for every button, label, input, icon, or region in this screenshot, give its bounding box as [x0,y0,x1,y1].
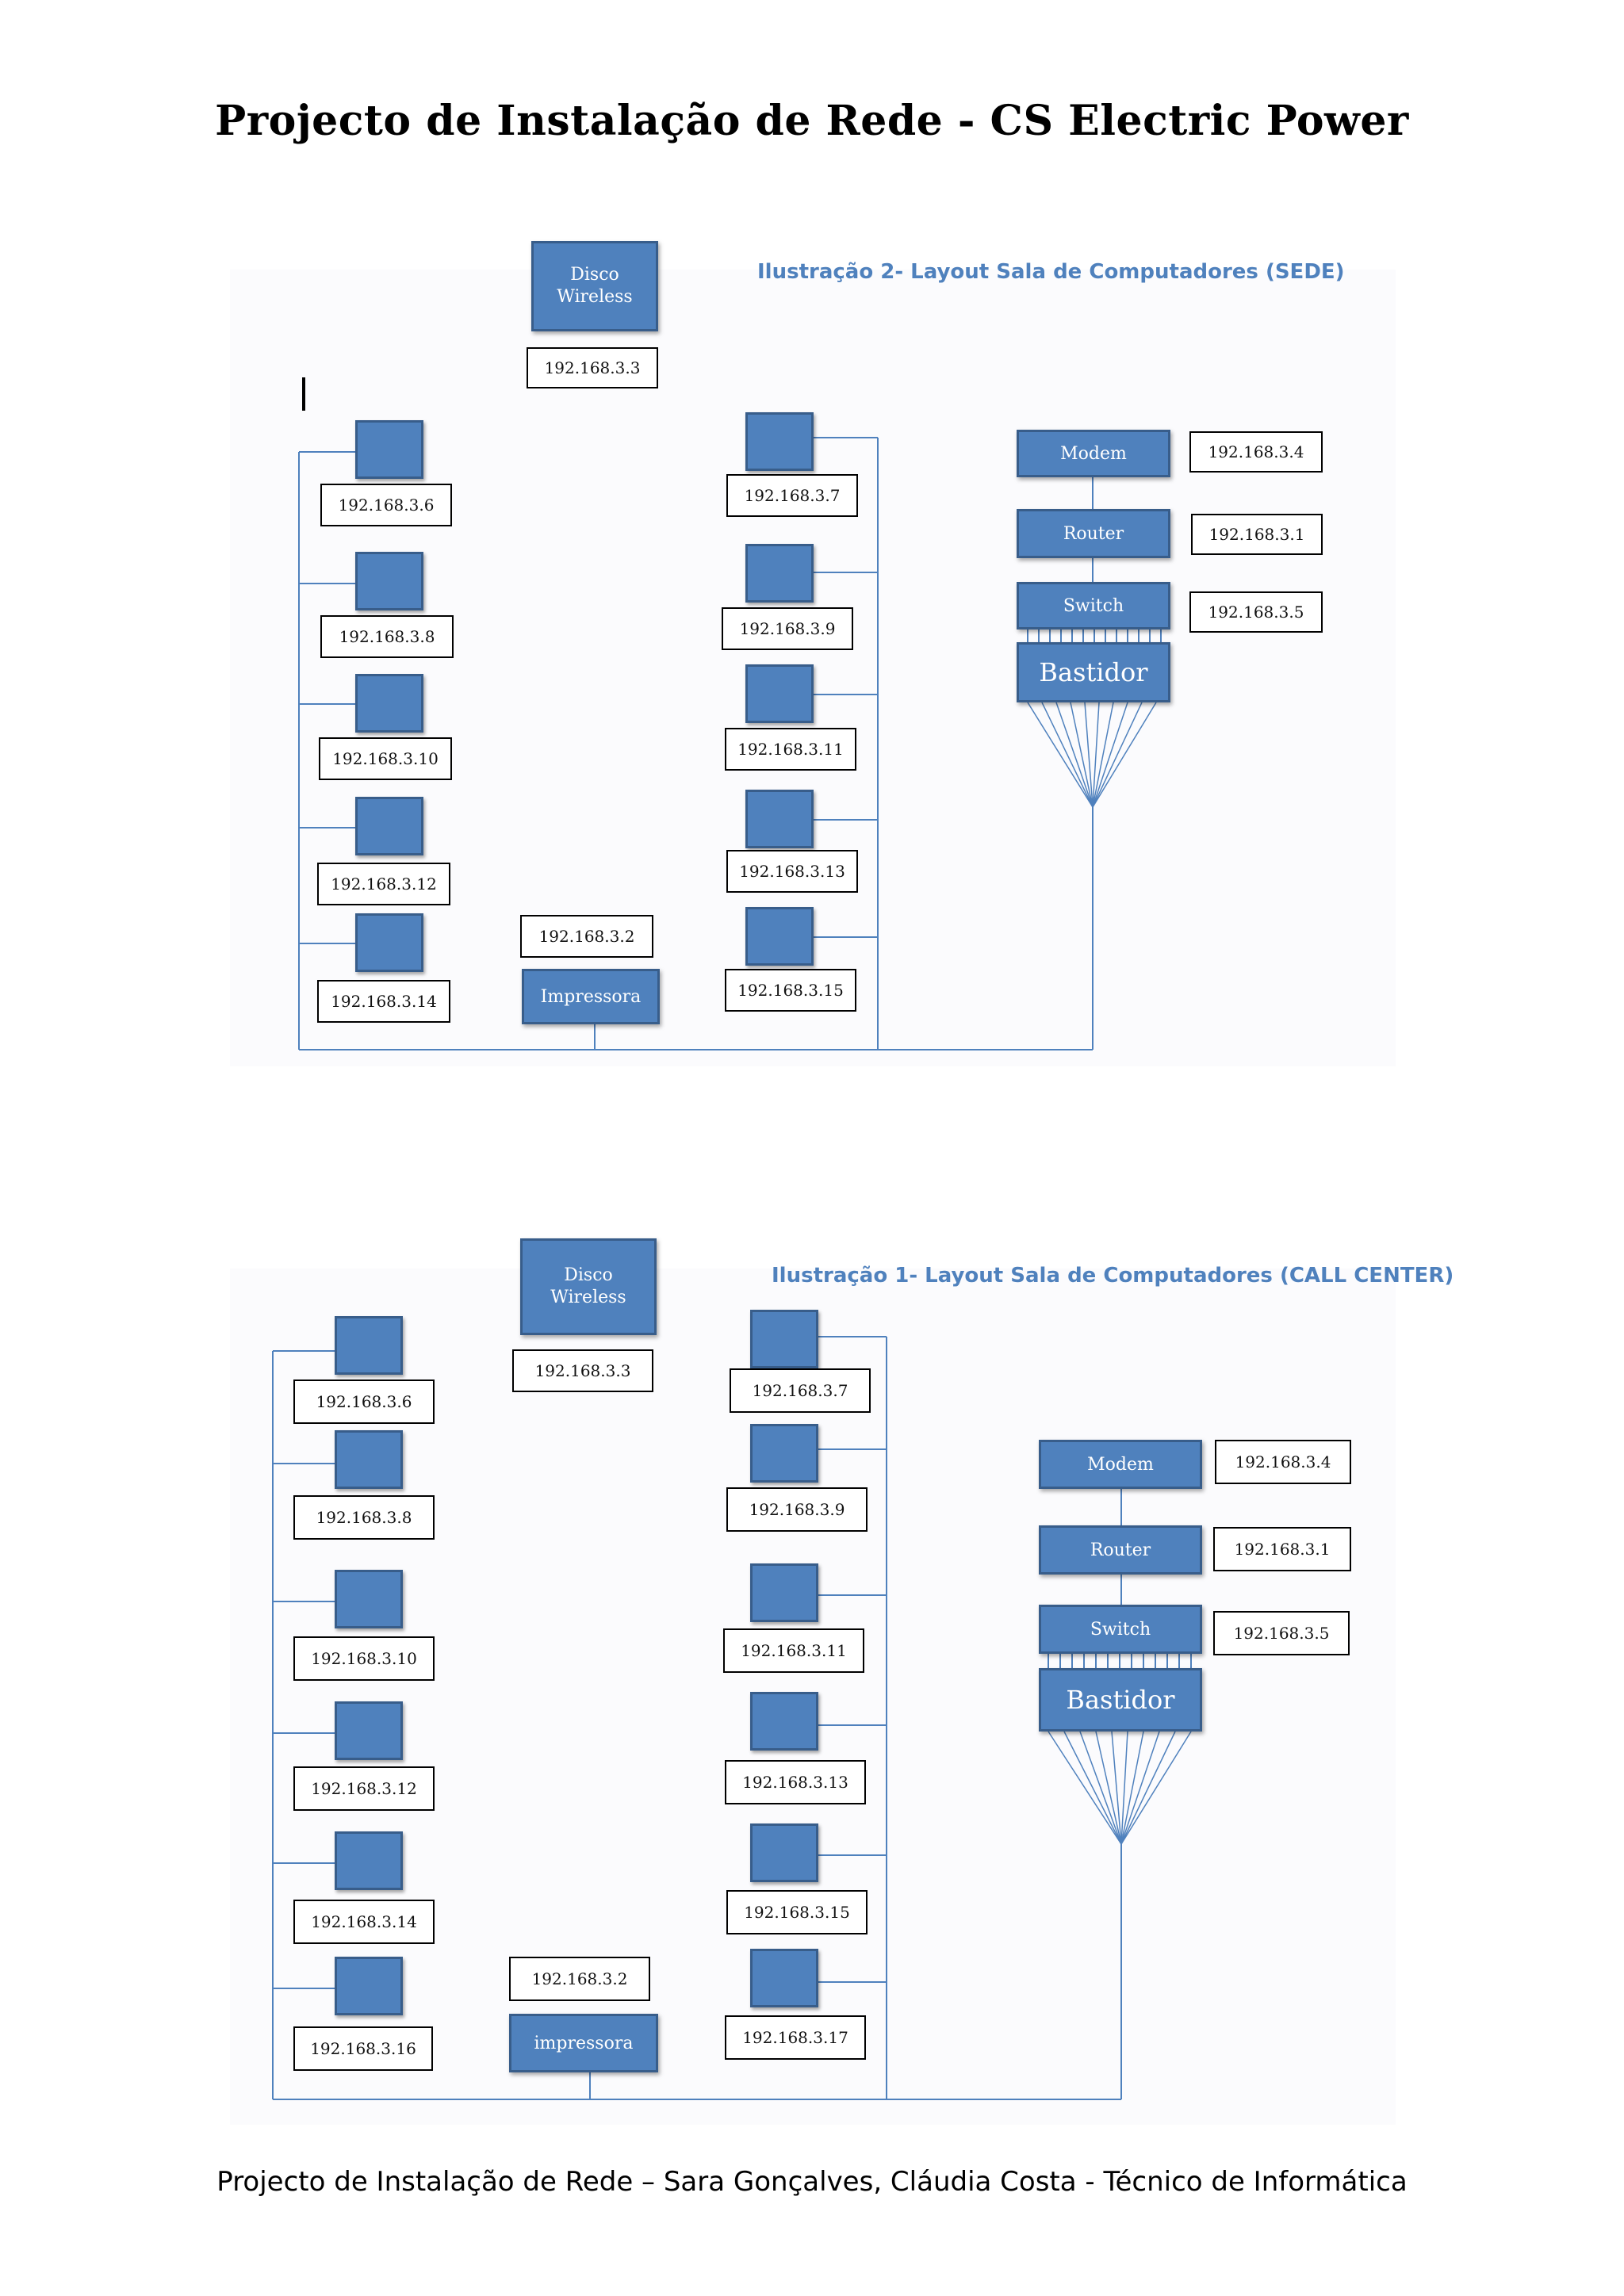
cc-computer-icon [750,1823,818,1882]
sede-computer-icon [355,674,423,733]
cc-pc-ip: 192.168.3.9 [726,1487,868,1532]
sede-router-ip: 192.168.3.1 [1191,514,1323,555]
rack-fan-cable [1084,702,1094,808]
rack-fan-cable [1092,702,1157,808]
sede-pc-ip: 192.168.3.7 [726,474,858,517]
page-title: Projecto de Instalação de Rede - CS Elec… [215,97,1409,145]
sede-computer-icon [355,797,423,855]
cc-modem-ip: 192.168.3.4 [1215,1440,1351,1484]
cc-pc-ip: 192.168.3.15 [726,1890,868,1934]
cc-computer-icon [335,1430,403,1489]
sede-pc-ip: 192.168.3.9 [722,607,853,650]
sede-pc-ip: 192.168.3.8 [320,615,454,658]
cc-computer-icon [750,1563,818,1622]
cc-pc-ip: 192.168.3.14 [293,1900,435,1944]
rack-fan-cable [1041,702,1094,808]
sede-modem: Modem [1017,430,1170,477]
sede-wireless-ip: 192.168.3.3 [527,347,658,388]
cc-computer-icon [750,1692,818,1751]
rack-fan-cable [1092,702,1143,808]
sede-computer-icon [745,664,814,723]
cc-pc-ip: 192.168.3.6 [293,1380,435,1424]
cc-router-ip: 192.168.3.1 [1213,1527,1351,1571]
sede-pc-ip: 192.168.3.6 [320,484,452,526]
sede-pc-ip: 192.168.3.13 [726,850,858,893]
cc-pc-ip: 192.168.3.13 [725,1760,866,1804]
cc-computer-icon [335,1701,403,1760]
cc-computer-icon [750,1310,818,1368]
cc-switch: Switch [1039,1605,1202,1654]
rack-fan-cable [1063,1731,1122,1845]
sede-computer-icon [355,420,423,479]
sede-diagram-caption: Ilustração 2- Layout Sala de Computadore… [757,260,1345,284]
sede-bastidor-rack: Bastidor [1017,642,1170,702]
sede-pc-ip: 192.168.3.10 [319,737,452,780]
cc-computer-icon [750,1424,818,1483]
sede-switch: Switch [1017,582,1170,629]
sede-computer-icon [745,412,814,471]
rack-fan-cable [1079,1731,1122,1845]
sede-pc-ip: 192.168.3.14 [317,980,450,1023]
sede-computer-icon [745,907,814,966]
sede-computer-icon [745,790,814,848]
cc-pc-ip: 192.168.3.11 [723,1628,864,1673]
sede-wireless-disk: Disco Wireless [531,241,658,331]
cc-wireless-ip: 192.168.3.3 [512,1349,653,1392]
cc-wireless-disk: Disco Wireless [520,1238,657,1335]
cc-computer-icon [335,1316,403,1375]
rack-fan-cable [1092,702,1114,808]
sede-switch-ip: 192.168.3.5 [1189,591,1323,633]
rack-fan-cable [1120,1731,1160,1845]
sede-printer-ip: 192.168.3.2 [520,915,653,958]
rack-fan-cable [1092,702,1128,808]
cc-pc-ip: 192.168.3.7 [730,1368,871,1413]
rack-fan-cable [1095,1731,1122,1845]
rack-fan-cable [1092,702,1100,808]
rack-fan-cable [1048,1731,1122,1845]
cc-switch-ip: 192.168.3.5 [1213,1611,1350,1655]
sede-pc-ip: 192.168.3.12 [317,863,450,905]
sede-printer: Impressora [522,969,660,1024]
rack-fan-cable [1120,1731,1176,1845]
cc-pc-ip: 192.168.3.16 [293,2026,433,2071]
cc-computer-icon [335,1570,403,1628]
sede-computer-icon [355,913,423,972]
rack-fan-cable [1120,1731,1192,1845]
cc-pc-ip: 192.168.3.17 [725,2015,866,2060]
page-footer: Projecto de Instalação de Rede – Sara Go… [216,2166,1408,2198]
cc-pc-ip: 192.168.3.12 [293,1766,435,1811]
text-cursor-icon [302,377,305,411]
cc-bastidor-rack: Bastidor [1039,1668,1202,1732]
cc-computer-icon [750,1949,818,2007]
cc-printer-ip: 192.168.3.2 [509,1957,650,2001]
cc-diagram-caption: Ilustração 1- Layout Sala de Computadore… [772,1264,1454,1288]
rack-fan-cable [1055,702,1094,808]
cc-modem: Modem [1039,1440,1202,1489]
sede-modem-ip: 192.168.3.4 [1189,431,1323,473]
cc-computer-icon [335,1831,403,1890]
cc-computer-icon [335,1957,403,2015]
cc-pc-ip: 192.168.3.8 [293,1495,435,1540]
cc-printer: impressora [509,2014,658,2072]
cc-pc-ip: 192.168.3.10 [293,1636,435,1681]
rack-fan-cable [1120,1731,1144,1845]
sede-pc-ip: 192.168.3.11 [725,728,856,771]
rack-fan-cable [1120,1731,1128,1845]
rack-fan-cable [1027,702,1094,808]
sede-computer-icon [355,552,423,610]
rack-fan-cable [1070,702,1094,808]
rack-fan-cable [1111,1731,1122,1845]
sede-router: Router [1017,509,1170,558]
cc-router: Router [1039,1525,1202,1575]
sede-computer-icon [745,544,814,603]
sede-pc-ip: 192.168.3.15 [725,969,856,1012]
